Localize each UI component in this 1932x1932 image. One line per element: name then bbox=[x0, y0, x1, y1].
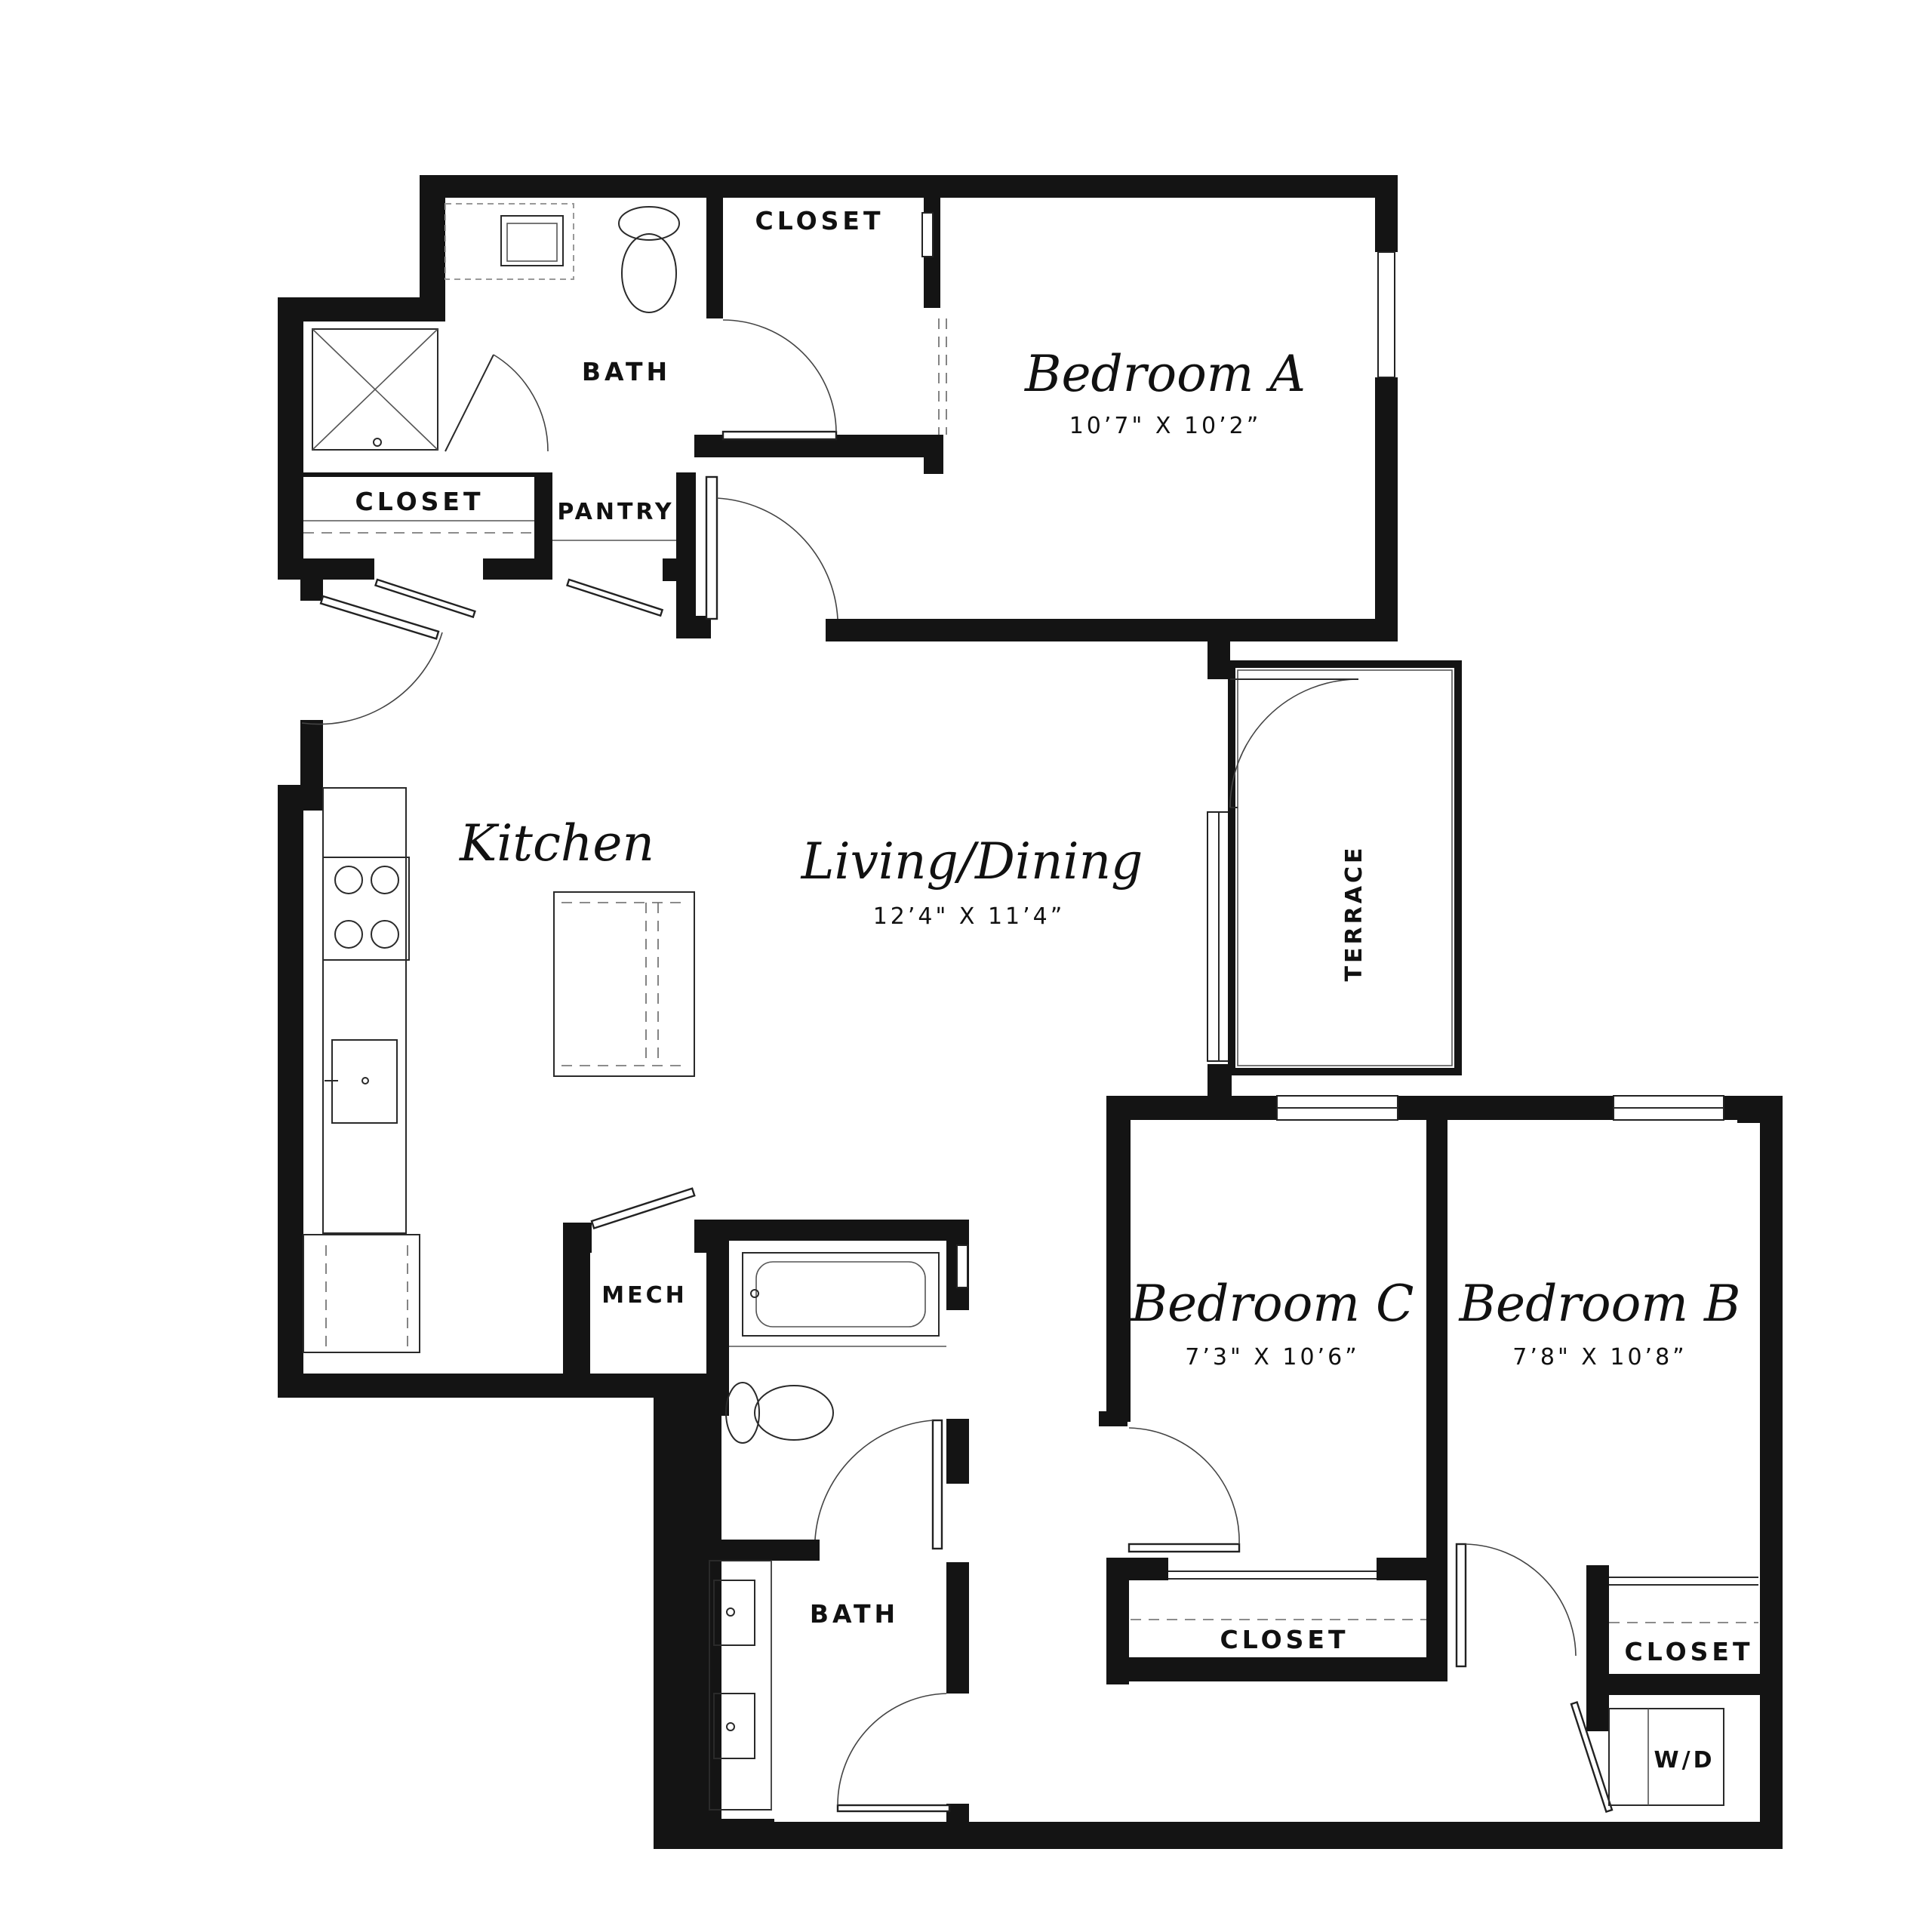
bedroom-a-dims: 10’7" X 10’2” bbox=[1069, 413, 1262, 439]
closet-c-label: CLOSET bbox=[1220, 1625, 1349, 1654]
bedroom-b-name: Bedroom B bbox=[1459, 1275, 1741, 1333]
bedroom-c-name: Bedroom C bbox=[1131, 1275, 1414, 1333]
wd-label: W/D bbox=[1654, 1747, 1715, 1774]
room-labels: Bedroom A 10’7" X 10’2” Kitchen Living/D… bbox=[355, 206, 1754, 1774]
mech-label: MECH bbox=[601, 1282, 687, 1309]
bedroom-c-dims: 7’3" X 10’6” bbox=[1185, 1344, 1359, 1371]
terrace-label: TERRACE bbox=[1341, 845, 1367, 982]
bath-top-label: BATH bbox=[582, 357, 671, 386]
bedroom-a-name: Bedroom A bbox=[1024, 345, 1306, 403]
kitchen-name: Kitchen bbox=[459, 814, 654, 872]
fixtures bbox=[303, 203, 1724, 1810]
living-dining-dims: 12’4" X 11’4” bbox=[873, 903, 1066, 930]
doors bbox=[301, 318, 1758, 1814]
closet-left-label: CLOSET bbox=[355, 487, 485, 516]
closet-b-label: CLOSET bbox=[1625, 1637, 1754, 1666]
bath-bottom-label: BATH bbox=[810, 1599, 899, 1629]
pantry-label: PANTRY bbox=[557, 499, 674, 525]
walls bbox=[278, 175, 1783, 1849]
living-dining-name: Living/Dining bbox=[801, 832, 1143, 891]
closet-top-label: CLOSET bbox=[755, 206, 884, 235]
bedroom-b-dims: 7’8" X 10’8” bbox=[1512, 1344, 1687, 1371]
windows bbox=[921, 212, 1724, 1288]
terrace: TERRACE bbox=[1228, 660, 1462, 1075]
